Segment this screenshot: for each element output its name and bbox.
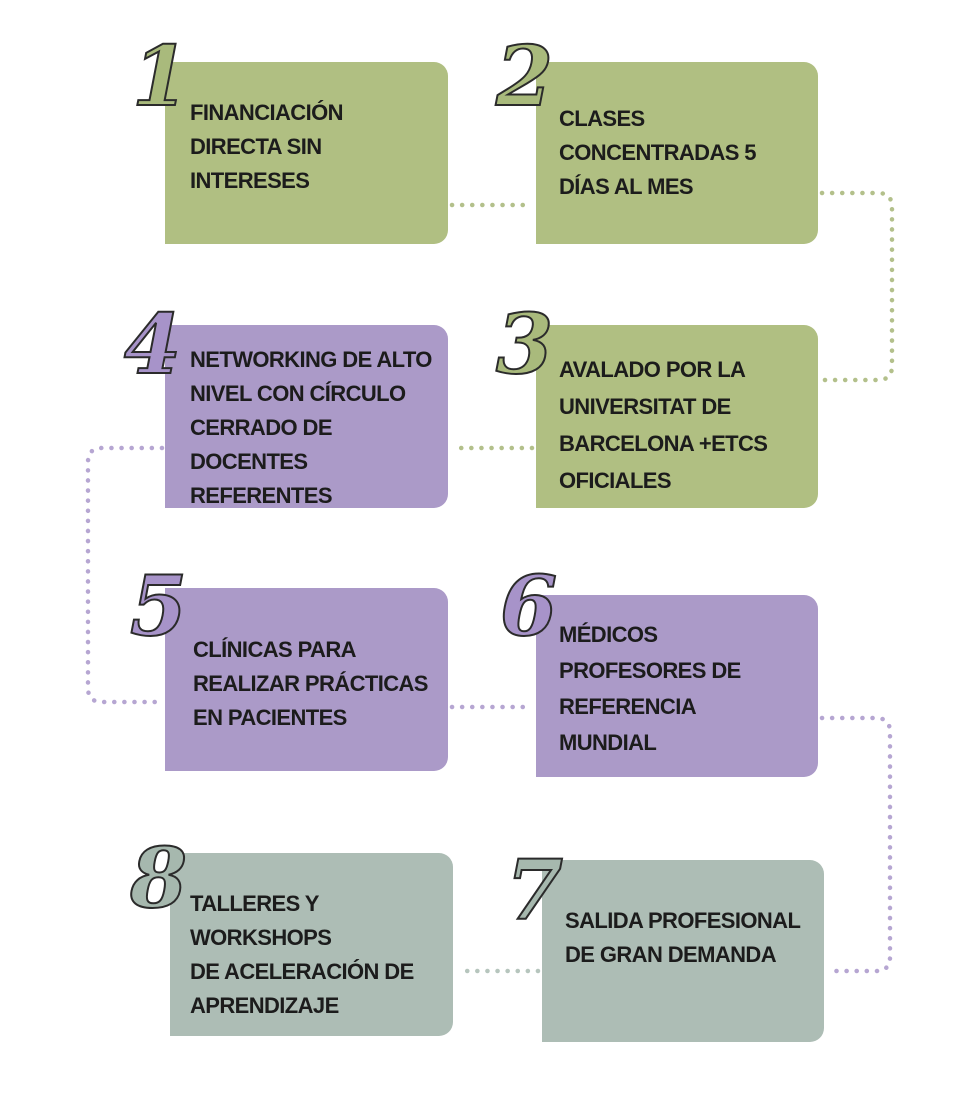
step-6-label: MÉDICOS PROFESORES DE REFERENCIA MUNDIAL xyxy=(559,622,741,755)
step-4-number: 4 xyxy=(123,297,182,393)
step-3-label: AVALADO POR LA UNIVERSITAT DE BARCELONA … xyxy=(559,357,768,493)
step-6-number: 6 xyxy=(499,559,558,655)
step-7-label: SALIDA PROFESIONAL DE GRAN DEMANDA xyxy=(565,908,801,967)
step-1-card: FINANCIACIÓN DIRECTA SIN INTERESES xyxy=(165,62,448,244)
step-1-number: 1 xyxy=(131,29,190,125)
connector-6-7 xyxy=(819,715,893,974)
step-1-label: FINANCIACIÓN DIRECTA SIN INTERESES xyxy=(190,100,344,193)
step-7-number: 7 xyxy=(505,843,564,939)
step-8-label: TALLERES Y WORKSHOPS DE ACELERACIÓN DE A… xyxy=(190,891,414,1018)
step-8-card: TALLERES Y WORKSHOPS DE ACELERACIÓN DE A… xyxy=(170,853,453,1036)
step-3-card: AVALADO POR LA UNIVERSITAT DE BARCELONA … xyxy=(536,325,818,508)
step-5-label: CLÍNICAS PARA REALIZAR PRÁCTICAS EN PACI… xyxy=(193,637,428,730)
step-6-card: MÉDICOS PROFESORES DE REFERENCIA MUNDIAL xyxy=(536,595,818,777)
step-7-card: SALIDA PROFESIONAL DE GRAN DEMANDA xyxy=(542,860,824,1042)
step-2-label: CLASES CONCENTRADAS 5 DÍAS AL MES xyxy=(559,106,757,199)
connector-4-5 xyxy=(85,445,165,705)
step-4-label: NETWORKING DE ALTO NIVEL CON CÍRCULO CER… xyxy=(190,347,432,508)
step-2-card: CLASES CONCENTRADAS 5 DÍAS AL MES xyxy=(536,62,818,244)
step-2-number: 2 xyxy=(495,29,554,125)
step-5-card: CLÍNICAS PARA REALIZAR PRÁCTICAS EN PACI… xyxy=(165,588,448,771)
connector-2-3 xyxy=(819,190,895,383)
step-8-number: 8 xyxy=(129,831,188,927)
step-5-number: 5 xyxy=(129,559,188,655)
step-3-number: 3 xyxy=(495,297,554,393)
step-4-card: NETWORKING DE ALTO NIVEL CON CÍRCULO CER… xyxy=(165,325,448,508)
